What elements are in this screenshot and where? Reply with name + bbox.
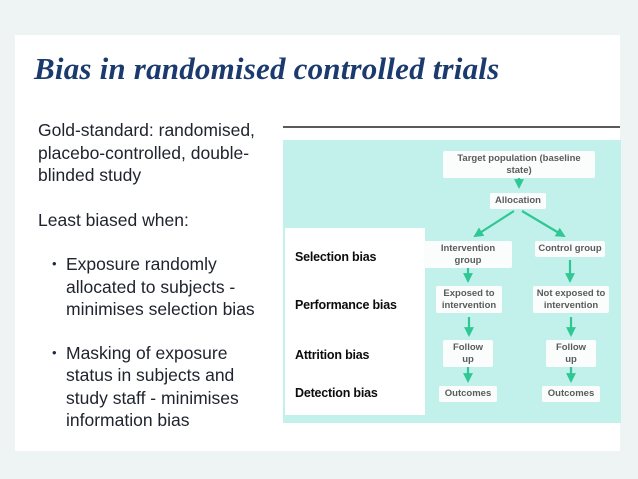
node-exposed-to-intervention: Exposed to intervention (436, 286, 502, 313)
bullet-item-masking: • Masking of exposure status in subjects… (52, 342, 286, 432)
node-not-exposed-to-intervention: Not exposed to intervention (533, 286, 609, 313)
bias-label-performance: Performance bias (295, 298, 397, 312)
diagram-top-rule (283, 126, 620, 128)
node-target-population: Target population (baseline state) (443, 151, 595, 178)
bullet-text: Masking of exposure status in subjects a… (66, 342, 239, 431)
body-text-column: Gold-standard: randomised, placebo-contr… (38, 119, 286, 453)
node-outcomes-right: Outcomes (542, 386, 600, 402)
node-follow-up-right: Follow up (546, 340, 596, 367)
bullet-marker: • (52, 344, 57, 360)
node-follow-up-left: Follow up (443, 340, 493, 367)
flow-arrows (463, 170, 576, 383)
bias-label-detection: Detection bias (295, 386, 378, 400)
node-outcomes-left: Outcomes (439, 386, 497, 402)
bias-label-selection: Selection bias (295, 250, 377, 264)
bullet-marker: • (52, 256, 57, 271)
paragraph-least-biased: Least biased when: (38, 209, 189, 230)
slide: Bias in randomised controlled trials Gol… (15, 35, 621, 453)
bullet-item-exposure: • Exposure randomly allocated to subject… (52, 253, 286, 321)
slide-title: Bias in randomised controlled trials (34, 51, 500, 86)
paragraph-gold-standard: Gold-standard: randomised, placebo-contr… (38, 120, 255, 185)
node-control-group: Control group (535, 241, 605, 257)
bullet-text: Exposure randomly allocated to subjects … (66, 254, 255, 319)
bias-labels-panel: Selection bias Performance bias Attritio… (285, 228, 425, 415)
node-intervention-group: Intervention group (424, 241, 512, 268)
bias-label-attrition: Attrition bias (295, 348, 370, 362)
node-allocation: Allocation (490, 193, 546, 209)
rct-flow-diagram: Selection bias Performance bias Attritio… (283, 140, 621, 423)
